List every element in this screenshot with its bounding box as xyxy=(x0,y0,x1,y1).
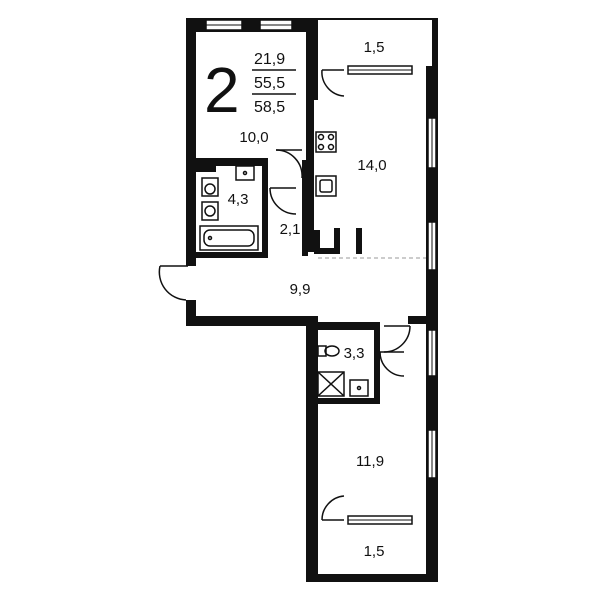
door-kitchen-balcony xyxy=(321,69,345,97)
room-area-closet: 2,1 xyxy=(280,221,301,238)
wall-bedroom-divider xyxy=(408,316,430,324)
wall-left-upper xyxy=(186,18,196,266)
door-bedroom-large xyxy=(383,325,411,353)
door-bedroom-small xyxy=(275,149,303,179)
wall-kitchen-niche-4 xyxy=(356,228,362,254)
bathroom-sink-icon xyxy=(201,201,219,221)
windows xyxy=(205,19,437,525)
room-area-toilet: 3,3 xyxy=(344,345,365,362)
toilet-lower-icon xyxy=(317,345,340,357)
wall-kitchen-niche-1 xyxy=(314,230,320,252)
wall-toilet-bottom xyxy=(314,398,380,404)
partitions xyxy=(196,158,430,404)
wall-bottom xyxy=(306,574,438,582)
wall-spine-lower xyxy=(306,100,314,252)
room-area-bedroom-small: 10,0 xyxy=(239,129,268,146)
door-entrance xyxy=(158,265,188,301)
stove-icon xyxy=(315,131,337,153)
apartment-summary: 2 21,9 55,5 58,5 xyxy=(204,51,296,126)
wall-left-bottom-block xyxy=(306,316,318,582)
balcony-top-right-wall xyxy=(432,18,438,68)
wall-small-nub xyxy=(196,158,216,172)
room-area-balcony-top: 1,5 xyxy=(364,39,385,56)
wall-hall-bottom xyxy=(186,316,316,326)
wall-toilet-top xyxy=(314,322,378,330)
washbasin-icon xyxy=(235,165,255,181)
wall-bath-top xyxy=(196,158,266,166)
wall-bath-right xyxy=(262,158,268,258)
wall-kitchen-niche-3 xyxy=(334,228,340,252)
wall-closet-right xyxy=(302,160,308,256)
room-area-bathroom: 4,3 xyxy=(228,191,249,208)
wall-kitchen-niche-2 xyxy=(314,248,340,254)
kitchen-sink-icon xyxy=(315,175,337,197)
wall-bath-bottom xyxy=(196,252,268,258)
fixtures xyxy=(199,131,369,397)
doors xyxy=(158,69,411,521)
rooms-count: 2 xyxy=(204,54,240,126)
room-area-balcony-bottom: 1,5 xyxy=(364,543,385,560)
washbasin-lower-icon xyxy=(349,379,369,397)
door-bedroom-balcony xyxy=(321,495,345,521)
door-closet xyxy=(269,187,297,215)
balcony-bottom-right-wall xyxy=(432,520,438,582)
toilet-icon xyxy=(201,177,219,197)
bathtub-icon xyxy=(199,225,259,251)
wall-toilet-right xyxy=(374,322,380,402)
room-labels: 1,5 10,0 14,0 4,3 2,1 9,9 3,3 11,9 1,5 xyxy=(228,39,387,560)
total-area: 55,5 xyxy=(254,75,285,92)
living-area: 21,9 xyxy=(254,51,285,68)
area-with-balconies: 58,5 xyxy=(254,99,285,116)
shower-icon xyxy=(317,371,345,397)
wall-left-lower xyxy=(186,300,196,326)
room-area-kitchen-living: 14,0 xyxy=(357,157,386,174)
wall-right-upper xyxy=(426,66,438,320)
room-area-bedroom-large: 11,9 xyxy=(356,453,384,470)
wall-spine xyxy=(306,18,318,100)
room-area-hallway: 9,9 xyxy=(290,281,311,298)
balcony-outlines xyxy=(318,18,436,582)
door-toilet xyxy=(379,351,405,377)
